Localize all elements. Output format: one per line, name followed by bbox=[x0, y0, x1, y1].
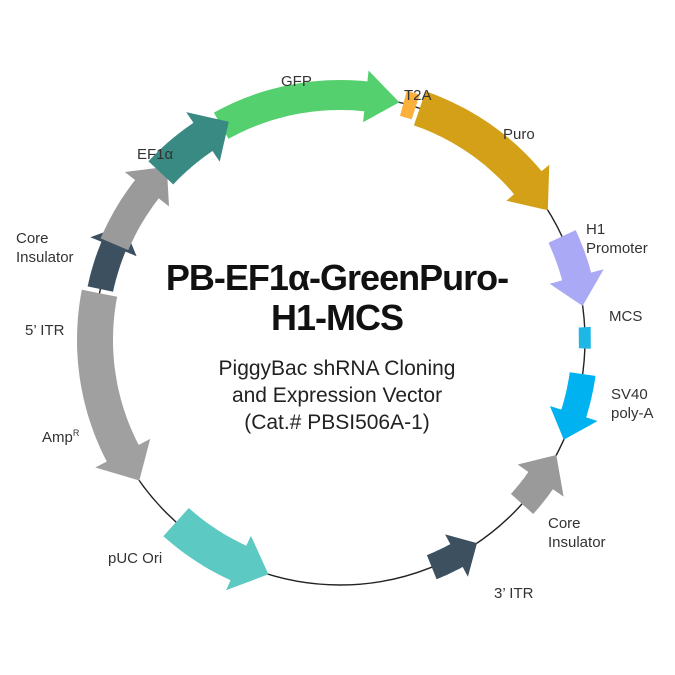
label-5-itr: 5’ ITR bbox=[25, 322, 65, 339]
subtitle-line2: and Expression Vector bbox=[231, 384, 443, 407]
label-core-left-line2: Insulator bbox=[16, 249, 74, 266]
label-puro: Puro bbox=[503, 126, 535, 143]
feature-arrow-amp bbox=[77, 289, 151, 481]
label-puc-ori: pUC Ori bbox=[108, 550, 163, 567]
label-t2a: T2A bbox=[404, 87, 432, 104]
label-core-insulator-left: Core Insulator bbox=[16, 229, 74, 267]
label-core-left-line1: Core bbox=[16, 230, 49, 247]
label-core-right-line1: Core bbox=[548, 515, 581, 532]
feature-arrow-ef1a bbox=[148, 112, 229, 185]
label-mcs: MCS bbox=[609, 308, 643, 325]
feature-block-t2a bbox=[400, 90, 420, 120]
label-amp-r: AmpR bbox=[42, 428, 79, 447]
label-3-itr: 3’ ITR bbox=[494, 585, 534, 602]
label-core-insulator-right: Core Insulator bbox=[548, 514, 606, 552]
feature-arrow-puro bbox=[413, 91, 550, 211]
feature-arrow-core-ins-left bbox=[100, 166, 169, 251]
feature-arrow-gfp bbox=[213, 70, 400, 139]
label-h1-promoter: H1 Promoter bbox=[586, 220, 648, 258]
feature-arrow-puc bbox=[163, 508, 269, 591]
label-sv40-polya: SV40 poly-A bbox=[611, 385, 654, 423]
label-ef1a: EF1α bbox=[137, 146, 174, 163]
feature-block-mcs bbox=[578, 326, 591, 349]
label-sv40-line1: SV40 bbox=[611, 386, 648, 403]
label-h1-line2: Promoter bbox=[586, 240, 648, 257]
vector-title-line2: H1-MCS bbox=[270, 297, 404, 338]
feature-arrow-itr3 bbox=[426, 534, 477, 580]
feature-arrow-sv40 bbox=[549, 372, 598, 440]
label-h1-line1: H1 bbox=[586, 221, 606, 238]
label-amp-sup: R bbox=[72, 428, 80, 438]
vector-title-line1: PB-EF1α-GreenPuro- bbox=[165, 257, 509, 298]
label-gfp: GFP bbox=[281, 73, 312, 90]
subtitle-line3: (Cat.# PBSI506A-1) bbox=[244, 411, 430, 434]
feature-arrow-h1 bbox=[548, 230, 604, 306]
label-core-right-line2: Insulator bbox=[548, 534, 606, 551]
subtitle-line1: PiggyBac shRNA Cloning bbox=[218, 357, 456, 380]
label-amp-text: AmpR bbox=[42, 428, 80, 447]
label-sv40-line2: poly-A bbox=[611, 405, 654, 422]
feature-arrow-core-ins-right bbox=[510, 455, 564, 514]
